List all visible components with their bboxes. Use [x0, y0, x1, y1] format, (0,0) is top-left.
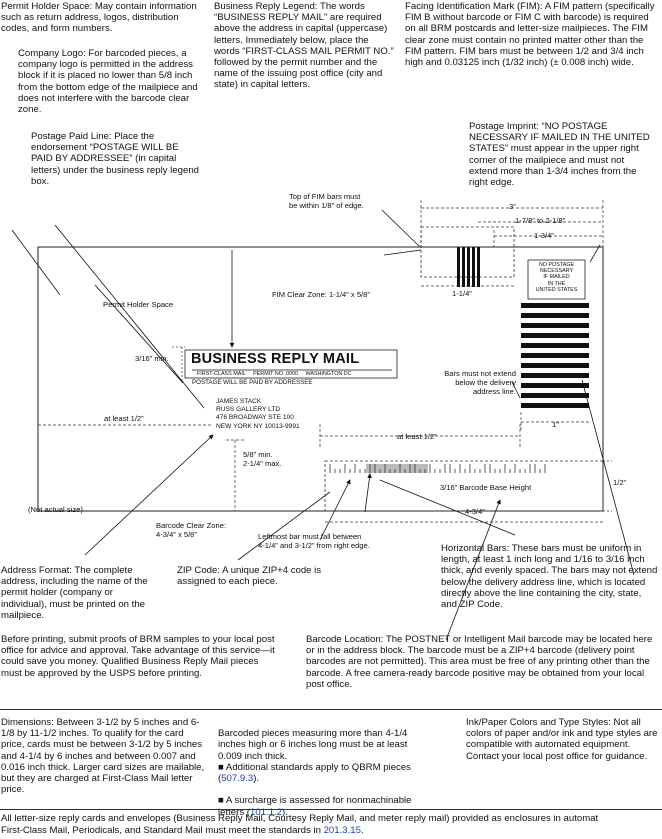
note-text: Not all colors of paper and/or ink and t…: [466, 717, 658, 762]
note-label: Dimensions:: [1, 717, 54, 728]
footer-dimensions: Dimensions: Between 3-1/2 by 5 inches an…: [1, 717, 208, 795]
label-fim-clear-zone: FIM Clear Zone: 1-1/4” x 5/8”: [272, 290, 370, 299]
footer-barcoded: Barcoded pieces measuring more than 4-1/…: [218, 717, 430, 829]
note-label: Postage Paid Line:: [31, 131, 112, 142]
bullet-qbrm: ■ Additional standards apply to QBRM pie…: [218, 762, 430, 784]
label-barcode-base: 3/16” Barcode Base Height: [440, 483, 532, 492]
note-label: Barcode Location:: [306, 634, 384, 645]
footer-bottom-line-2: First-Class Mail, Periodicals, and Stand…: [1, 825, 661, 836]
note-postage-imprint: Postage Imprint: “NO POSTAGE NECESSARY I…: [469, 121, 655, 188]
note-fim: Facing Identification Mark (FIM): A FIM …: [405, 1, 657, 68]
note-zip-code: ZIP Code: A unique ZIP+4 code is assigne…: [177, 565, 327, 587]
note-label: Ink/Paper Colors and Type Styles:: [466, 717, 611, 728]
note-text: These bars must be uniform in length, at…: [441, 543, 658, 611]
label-dim-4-3-4: 4-3/4”: [465, 507, 485, 516]
note-text: A FIM pattern (specifically FIM B withou…: [405, 1, 655, 69]
bullet-text: ■ Additional standards apply to QBRM pie…: [218, 761, 411, 785]
footer-bottom-line-1: All letter-size reply cards and envelope…: [1, 813, 599, 824]
label-leftmost-bar: Leftmost bar must fall between 4-1/4” an…: [258, 532, 370, 550]
footer-ink-paper: Ink/Paper Colors and Type Styles: Not al…: [466, 717, 658, 762]
bullet-text: ■ A surcharge is assessed for nonmachina…: [218, 795, 412, 818]
bullet-text-end: ).: [253, 773, 260, 785]
note-text: The complete address, including the name…: [1, 565, 148, 621]
bullet-surcharge: ■ A surcharge is assessed for nonmachina…: [218, 795, 430, 817]
postage-imprint-box: [527, 259, 586, 300]
barcode-clear-zone: [324, 460, 604, 512]
label-bars-note: Bars must not extend below the delivery …: [444, 369, 516, 396]
note-postage-paid-line: Postage Paid Line: Place the endorsement…: [31, 131, 203, 187]
brm-title: BUSINESS REPLY MAIL: [191, 351, 360, 367]
label-at-least-right: at least 1/2”: [397, 432, 437, 441]
note-permit-holder-space: Permit Holder Space: May contain informa…: [1, 1, 201, 35]
label-permit-holder-space: Permit Holder Space: [103, 300, 174, 309]
link-201-3-15[interactable]: 201.3.15: [323, 825, 361, 836]
label-dim-3: 3”: [509, 202, 516, 211]
label-barcode-clear-zone: Barcode Clear Zone: 4-3/4” x 5/8”: [156, 521, 227, 539]
label-fim-top: Top of FIM bars must be within 1/8” of e…: [289, 192, 364, 210]
note-text: For barcoded pieces, a company logo is p…: [18, 48, 198, 116]
note-label: Company Logo:: [18, 48, 86, 59]
bottom-text: First-Class Mail, Periodicals, and Stand…: [1, 825, 324, 836]
barcoded-text: Barcoded pieces measuring more than 4-1/…: [218, 728, 408, 762]
bullet-text-end: ).: [282, 806, 288, 818]
label-at-least-left: at least 1/2”: [104, 414, 144, 423]
note-company-logo: Company Logo: For barcoded pieces, a com…: [18, 48, 208, 115]
label-dim-5-8: 5/8” min. 2-1/4” max.: [243, 450, 282, 468]
barcode-ticks: [329, 464, 546, 473]
label-fim-width: 1-1/4”: [452, 289, 472, 298]
note-label: Horizontal Bars:: [441, 543, 510, 554]
note-horizontal-bars: Horizontal Bars: These bars must be unif…: [441, 543, 659, 610]
note-barcode-location: Barcode Location: The POSTNET or Intelli…: [306, 634, 656, 690]
label-not-actual-size: (Not actual size): [28, 505, 83, 514]
postnet-barcode: [366, 464, 428, 473]
note-label: Facing Identification Mark (FIM):: [405, 1, 543, 12]
label-dim-3-16: 3/16” min.: [135, 354, 169, 363]
label-dim-1: 1”: [552, 420, 559, 429]
fim-bars: [457, 247, 480, 287]
address-block: JAMES STACK RUSS GALLERY LTD 476 BROADWA…: [216, 398, 300, 430]
mailpiece-outline: [37, 246, 604, 512]
postage-imprint-text: NO POSTAGE NECESSARY IF MAILED IN THE UN…: [535, 262, 578, 293]
fim-clear-zone: [420, 226, 515, 278]
note-before-printing: Before printing, submit proofs of BRM sa…: [1, 634, 275, 679]
link-507-9-3[interactable]: 507.9.3: [221, 773, 254, 785]
note-text: May contain information such as return a…: [1, 1, 197, 35]
label-dim-1-2: 1/2”: [613, 478, 627, 487]
note-text: A unique ZIP+4 code is assigned to each …: [177, 565, 322, 588]
brm-permit-line: FIRST-CLASS MAIL PERMIT NO. 0000 WASHING…: [197, 371, 352, 377]
business-reply-legend-box: [184, 349, 398, 379]
horizontal-bars: [521, 303, 589, 408]
label-dim-1-7-8: 1-7/8” to 2-1/8”: [515, 216, 566, 225]
note-label: Permit Holder Space:: [1, 1, 93, 12]
note-address-format: Address Format: The complete address, in…: [1, 565, 151, 621]
note-label: Business Reply Legend:: [214, 1, 318, 12]
note-text: “NO POSTAGE NECESSARY IF MAILED IN THE U…: [469, 121, 650, 189]
note-text: Between 3-1/2 by 5 inches and 6-1/8 by 1…: [1, 717, 205, 796]
divider-bottom: [0, 809, 662, 810]
note-label: Postage Imprint:: [469, 121, 539, 132]
note-text: Place the endorsement “POSTAGE WILL BE P…: [31, 131, 199, 187]
note-label: Address Format:: [1, 565, 72, 576]
note-text: The POSTNET or Intelligent Mail barcode …: [306, 634, 653, 690]
note-business-reply-legend: Business Reply Legend: The words “BUSINE…: [214, 1, 396, 91]
postage-paid-endorsement: POSTAGE WILL BE PAID BY ADDRESSEE: [192, 379, 313, 386]
note-label: ZIP Code:: [177, 565, 221, 576]
note-text: The words “BUSINESS REPLY MAIL” are requ…: [214, 1, 394, 91]
link-101-1-2[interactable]: 101.1.2: [250, 806, 283, 818]
bottom-text-end: .: [360, 825, 364, 836]
divider: [0, 709, 662, 710]
label-dim-1-3-4: 1-3/4”: [534, 231, 554, 240]
